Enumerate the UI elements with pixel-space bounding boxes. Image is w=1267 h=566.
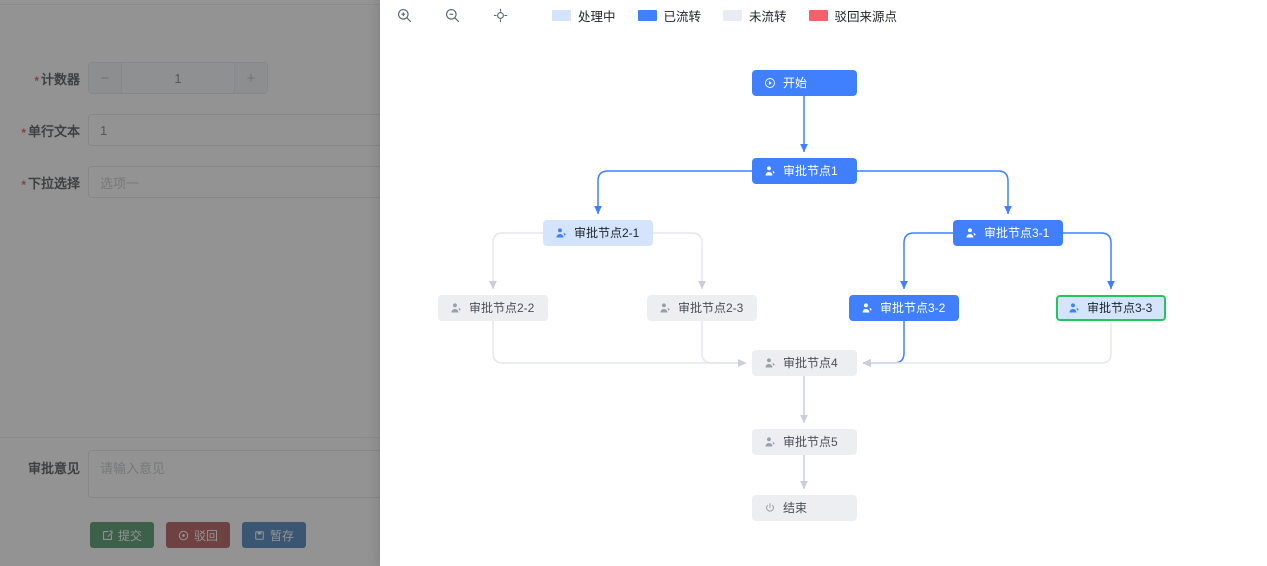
flow-toolbar: 处理中 已流转 未流转 驳回来源点 xyxy=(380,0,1267,32)
flow-node-label: 审批节点1 xyxy=(783,164,838,178)
flow-node-n2_3[interactable]: 审批节点2-3 xyxy=(647,295,757,321)
flow-node-label: 审批节点2-1 xyxy=(574,226,640,240)
flow-node-label: 审批节点5 xyxy=(783,435,838,449)
legend-label: 未流转 xyxy=(749,10,787,24)
flow-legend: 处理中 已流转 未流转 驳回来源点 xyxy=(552,6,897,25)
user-icon xyxy=(555,227,567,239)
play-circle-icon xyxy=(764,77,776,89)
flow-node-n2_1[interactable]: 审批节点2-1 xyxy=(543,220,653,246)
flow-node-label: 审批节点2-3 xyxy=(678,301,744,315)
approval-form-panel: *计数器 − 1 + *单行文本 1 *下拉选择 选项一 审批意见 请输入意见 xyxy=(0,0,380,566)
zoom-out-icon[interactable] xyxy=(428,1,476,31)
zoom-in-icon[interactable] xyxy=(380,1,428,31)
flow-node-n3_1[interactable]: 审批节点3-1 xyxy=(953,220,1063,246)
legend-item-not-flowed: 未流转 xyxy=(723,6,787,25)
flow-node-label: 审批节点3-2 xyxy=(880,301,946,315)
flow-node-n3_3[interactable]: 审批节点3-3 xyxy=(1056,295,1166,321)
fit-center-icon[interactable] xyxy=(476,1,524,31)
legend-item-processing: 处理中 xyxy=(552,6,616,25)
flow-node-n1[interactable]: 审批节点1 xyxy=(752,158,857,184)
flow-chart-drawer: 处理中 已流转 未流转 驳回来源点 xyxy=(380,0,1267,566)
user-icon xyxy=(1068,302,1080,314)
user-icon xyxy=(965,227,977,239)
modal-dim-overlay[interactable] xyxy=(0,0,380,566)
legend-swatch xyxy=(637,10,657,21)
flow-edges xyxy=(489,96,1115,490)
power-icon xyxy=(764,502,776,514)
user-icon xyxy=(764,436,776,448)
legend-label: 已流转 xyxy=(663,10,702,24)
flow-node-label: 开始 xyxy=(783,76,808,90)
legend-item-flowed: 已流转 xyxy=(637,6,702,25)
user-icon xyxy=(861,302,873,314)
flow-node-label: 结束 xyxy=(783,501,808,515)
flow-node-n3_2[interactable]: 审批节点3-2 xyxy=(849,295,959,321)
flow-canvas[interactable]: 开始审批节点1 审批节点2-1 审批节点3-1 审批节点2-2 审批节点2-3 审批节点3… xyxy=(380,31,1267,566)
flow-node-label: 审批节点2-2 xyxy=(469,301,535,315)
flow-node-n2_2[interactable]: 审批节点2-2 xyxy=(438,295,548,321)
flow-node-n5[interactable]: 审批节点5 xyxy=(752,429,857,455)
user-icon xyxy=(659,302,671,314)
flow-node-n4[interactable]: 审批节点4 xyxy=(752,350,857,376)
legend-swatch xyxy=(552,10,571,21)
legend-label: 驳回来源点 xyxy=(834,10,898,24)
flow-node-label: 审批节点4 xyxy=(783,356,838,370)
flow-node-label: 审批节点3-3 xyxy=(1087,301,1153,315)
user-icon xyxy=(764,357,776,369)
user-icon xyxy=(450,302,462,314)
flow-node-end[interactable]: 结束 xyxy=(752,495,857,521)
legend-swatch xyxy=(808,10,828,21)
legend-label: 处理中 xyxy=(578,10,616,24)
flow-node-label: 审批节点3-1 xyxy=(984,226,1050,240)
legend-swatch xyxy=(723,10,743,21)
legend-item-reject-source: 驳回来源点 xyxy=(808,6,898,25)
flow-node-start[interactable]: 开始 xyxy=(752,70,857,96)
user-icon xyxy=(764,165,776,177)
